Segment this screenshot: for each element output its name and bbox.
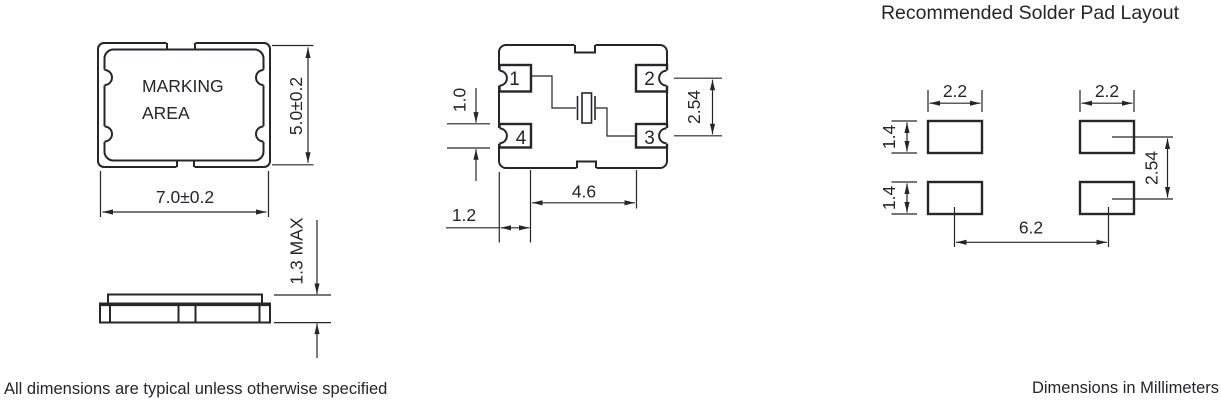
- castellation-left-bottom: [104, 125, 113, 143]
- pad-height-dim-label: 1.0: [450, 88, 470, 113]
- pad-width-left-ticks: [927, 90, 983, 112]
- pad-width-left-label: 2.2: [943, 81, 967, 101]
- thickness-dim-label: 1.3 MAX: [287, 217, 307, 284]
- row-pitch-leader-lines: [1112, 136, 1173, 200]
- crystal-wire-pin3: [596, 107, 635, 137]
- solder-pad-layout: Recommended Solder Pad Layout 2.2 2.2 1.…: [879, 2, 1180, 247]
- pad-height-bottom-label: 1.4: [879, 186, 899, 211]
- footnotes: All dimensions are typical unless otherw…: [4, 379, 1219, 398]
- pad-height-extension-lines: [447, 123, 490, 149]
- pad-span-dim-label: 4.6: [572, 182, 596, 202]
- package-top-view: MARKING AREA 5.0±0.2 7.0±0.2: [97, 41, 314, 217]
- pad-pitch-dim-label: 2.54: [684, 90, 704, 124]
- pad-height-top-ticks: [891, 120, 917, 154]
- pad-span-extension-lines: [498, 170, 638, 243]
- hole-pad-2: [658, 69, 667, 87]
- castellation-right-top: [255, 69, 264, 86]
- crystal-wire-pin1: [531, 75, 576, 109]
- pin-1-label: 1: [509, 69, 520, 90]
- castellation-left-top: [104, 69, 113, 86]
- hole-pad-1: [499, 69, 508, 87]
- pin-3-label: 3: [644, 128, 655, 149]
- solder-pad-bottom-right: [1078, 180, 1136, 216]
- marking-area-text-line2: AREA: [142, 103, 190, 123]
- castellation-right-bottom: [255, 125, 264, 143]
- height-extension-lines: [272, 44, 314, 166]
- bottom-view-bottom-notch: [576, 160, 597, 168]
- package-lid-outline: [103, 48, 265, 162]
- solder-layout-title: Recommended Solder Pad Layout: [881, 2, 1180, 24]
- pad-width-right-label: 2.2: [1095, 81, 1119, 101]
- top-notch: [166, 43, 196, 50]
- crystal-element: [581, 92, 593, 124]
- pin-2-label: 2: [644, 69, 655, 90]
- pad-width-right-ticks: [1079, 90, 1135, 112]
- pin-4-label: 4: [516, 128, 527, 149]
- bottom-view-top-notch: [574, 45, 596, 54]
- marking-area-text-line1: MARKING: [142, 76, 224, 96]
- bottom-notch: [176, 160, 195, 167]
- row-pitch-label: 2.54: [1142, 151, 1162, 185]
- package-lid-profile: [107, 293, 263, 305]
- hole-pad-3: [658, 127, 667, 145]
- col-span-leader-lines: [953, 207, 1110, 247]
- profile-segment-lines: [109, 304, 261, 323]
- crystal-plates: [576, 96, 596, 120]
- pad-height-bottom-ticks: [891, 181, 917, 215]
- pad-pitch-extension-lines: [674, 77, 722, 137]
- note-dimensions-typical: All dimensions are typical unless otherw…: [4, 380, 387, 398]
- width-extension-lines: [99, 171, 270, 217]
- pad-height-top-label: 1.4: [879, 125, 899, 150]
- thickness-extension-lines: [274, 294, 331, 324]
- package-body-profile: [99, 302, 271, 324]
- note-dimensions-millimeters: Dimensions in Millimeters: [1032, 379, 1219, 397]
- col-span-label: 6.2: [1019, 218, 1043, 238]
- solder-pad-top-left: [926, 119, 984, 155]
- package-bottom-view: 1 2 4 3 1.0 2.54 4.6 1.2: [446, 42, 722, 243]
- height-dim-label: 5.0±0.2: [286, 77, 306, 135]
- pad-inset-dim-label: 1.2: [452, 205, 476, 225]
- package-side-view: 1.3 MAX: [99, 217, 331, 358]
- solder-pad-top-right: [1078, 119, 1136, 155]
- hole-pad-4: [499, 127, 508, 145]
- width-dim-label: 7.0±0.2: [156, 187, 214, 207]
